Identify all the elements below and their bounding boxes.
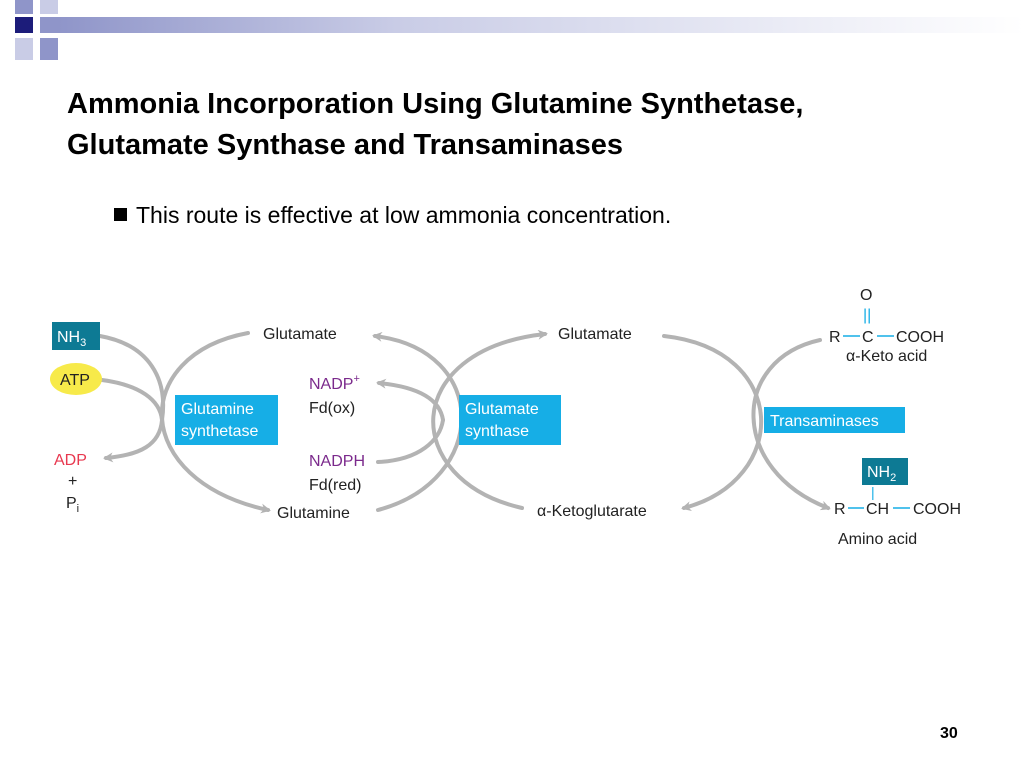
pi-label: Pi — [66, 495, 79, 515]
deco-square — [40, 38, 58, 60]
deco-square — [15, 17, 33, 33]
deco-square — [15, 38, 33, 60]
amino-cooh: COOH — [913, 501, 961, 518]
nh3-label: NH3 — [57, 329, 86, 349]
arrow-atp-in — [100, 378, 164, 422]
nh2-box — [862, 458, 908, 485]
nh2-label: NH2 — [867, 464, 896, 484]
glutamate-synthase-label-2: synthase — [465, 423, 529, 440]
header-gradient-bar — [58, 17, 1024, 33]
arrow-nadp-out — [376, 378, 445, 422]
arrow-nh3-in — [98, 334, 165, 422]
glutamate-synthase-label-1: Glutamate — [465, 401, 539, 418]
slide-title: Ammonia Incorporation Using Glutamine Sy… — [67, 84, 987, 166]
arrow-glutamate-to-ketoglutarate — [662, 334, 763, 512]
glutamine-synthetase-box — [175, 395, 278, 445]
slide-title-line-2: Glutamate Synthase and Transaminases — [67, 129, 624, 161]
plus-sign: + — [68, 473, 77, 490]
arrow-adp-out — [103, 418, 164, 463]
amino-r-group: R — [834, 501, 846, 518]
keto-double-bond: || — [863, 307, 871, 324]
bullet-text: This route is effective at low ammonia c… — [136, 202, 672, 228]
nh3-box — [52, 322, 100, 350]
page-number: 30 — [940, 725, 958, 742]
glutamate-synthase-box — [459, 395, 561, 445]
deco-square — [40, 0, 58, 14]
ketoglutarate-label: α-Ketoglutarate — [537, 503, 647, 520]
amino-ch: CH — [866, 501, 889, 518]
arrow-glutamine-to-glutamate — [372, 331, 464, 512]
arrow-ketoglutarate-to-glutamate — [431, 329, 548, 510]
glutamate-right-label: Glutamate — [558, 326, 632, 343]
fd-red-label: Fd(red) — [309, 477, 361, 494]
keto-carbon: C — [862, 329, 874, 346]
glutamine-synthetase-label-2: synthetase — [181, 423, 258, 440]
keto-r-group: R — [829, 329, 841, 346]
amino-bond-vertical: | — [871, 484, 875, 500]
slide-title-line-1: Ammonia Incorporation Using Glutamine Sy… — [67, 88, 804, 120]
keto-acid-label: α-Keto acid — [846, 348, 927, 365]
atp-highlight — [50, 363, 102, 395]
glutamine-label: Glutamine — [277, 505, 350, 522]
keto-oxygen: O — [860, 287, 872, 304]
atp-label: ATP — [60, 372, 90, 389]
fd-ox-label: Fd(ox) — [309, 400, 355, 417]
glutamate-left-label: Glutamate — [263, 326, 337, 343]
transaminases-box — [764, 407, 905, 433]
header-decoration — [15, 0, 1024, 60]
glutamine-synthetase-label-1: Glutamine — [181, 401, 254, 418]
arrow-keto-acid-to-amino-acid — [751, 338, 831, 511]
bullet-item: This route is effective at low ammonia c… — [114, 200, 671, 230]
keto-cooh: COOH — [896, 329, 944, 346]
adp-label: ADP — [54, 452, 87, 469]
arrow-nadph-in — [376, 418, 445, 464]
transaminases-label: Transaminases — [770, 413, 879, 430]
deco-square — [40, 17, 58, 33]
amino-acid-label: Amino acid — [838, 531, 917, 548]
deco-square — [15, 0, 33, 14]
nadp-plus-label: NADP+ — [309, 373, 360, 393]
nadph-label: NADPH — [309, 453, 365, 470]
square-bullet-icon — [114, 208, 127, 221]
